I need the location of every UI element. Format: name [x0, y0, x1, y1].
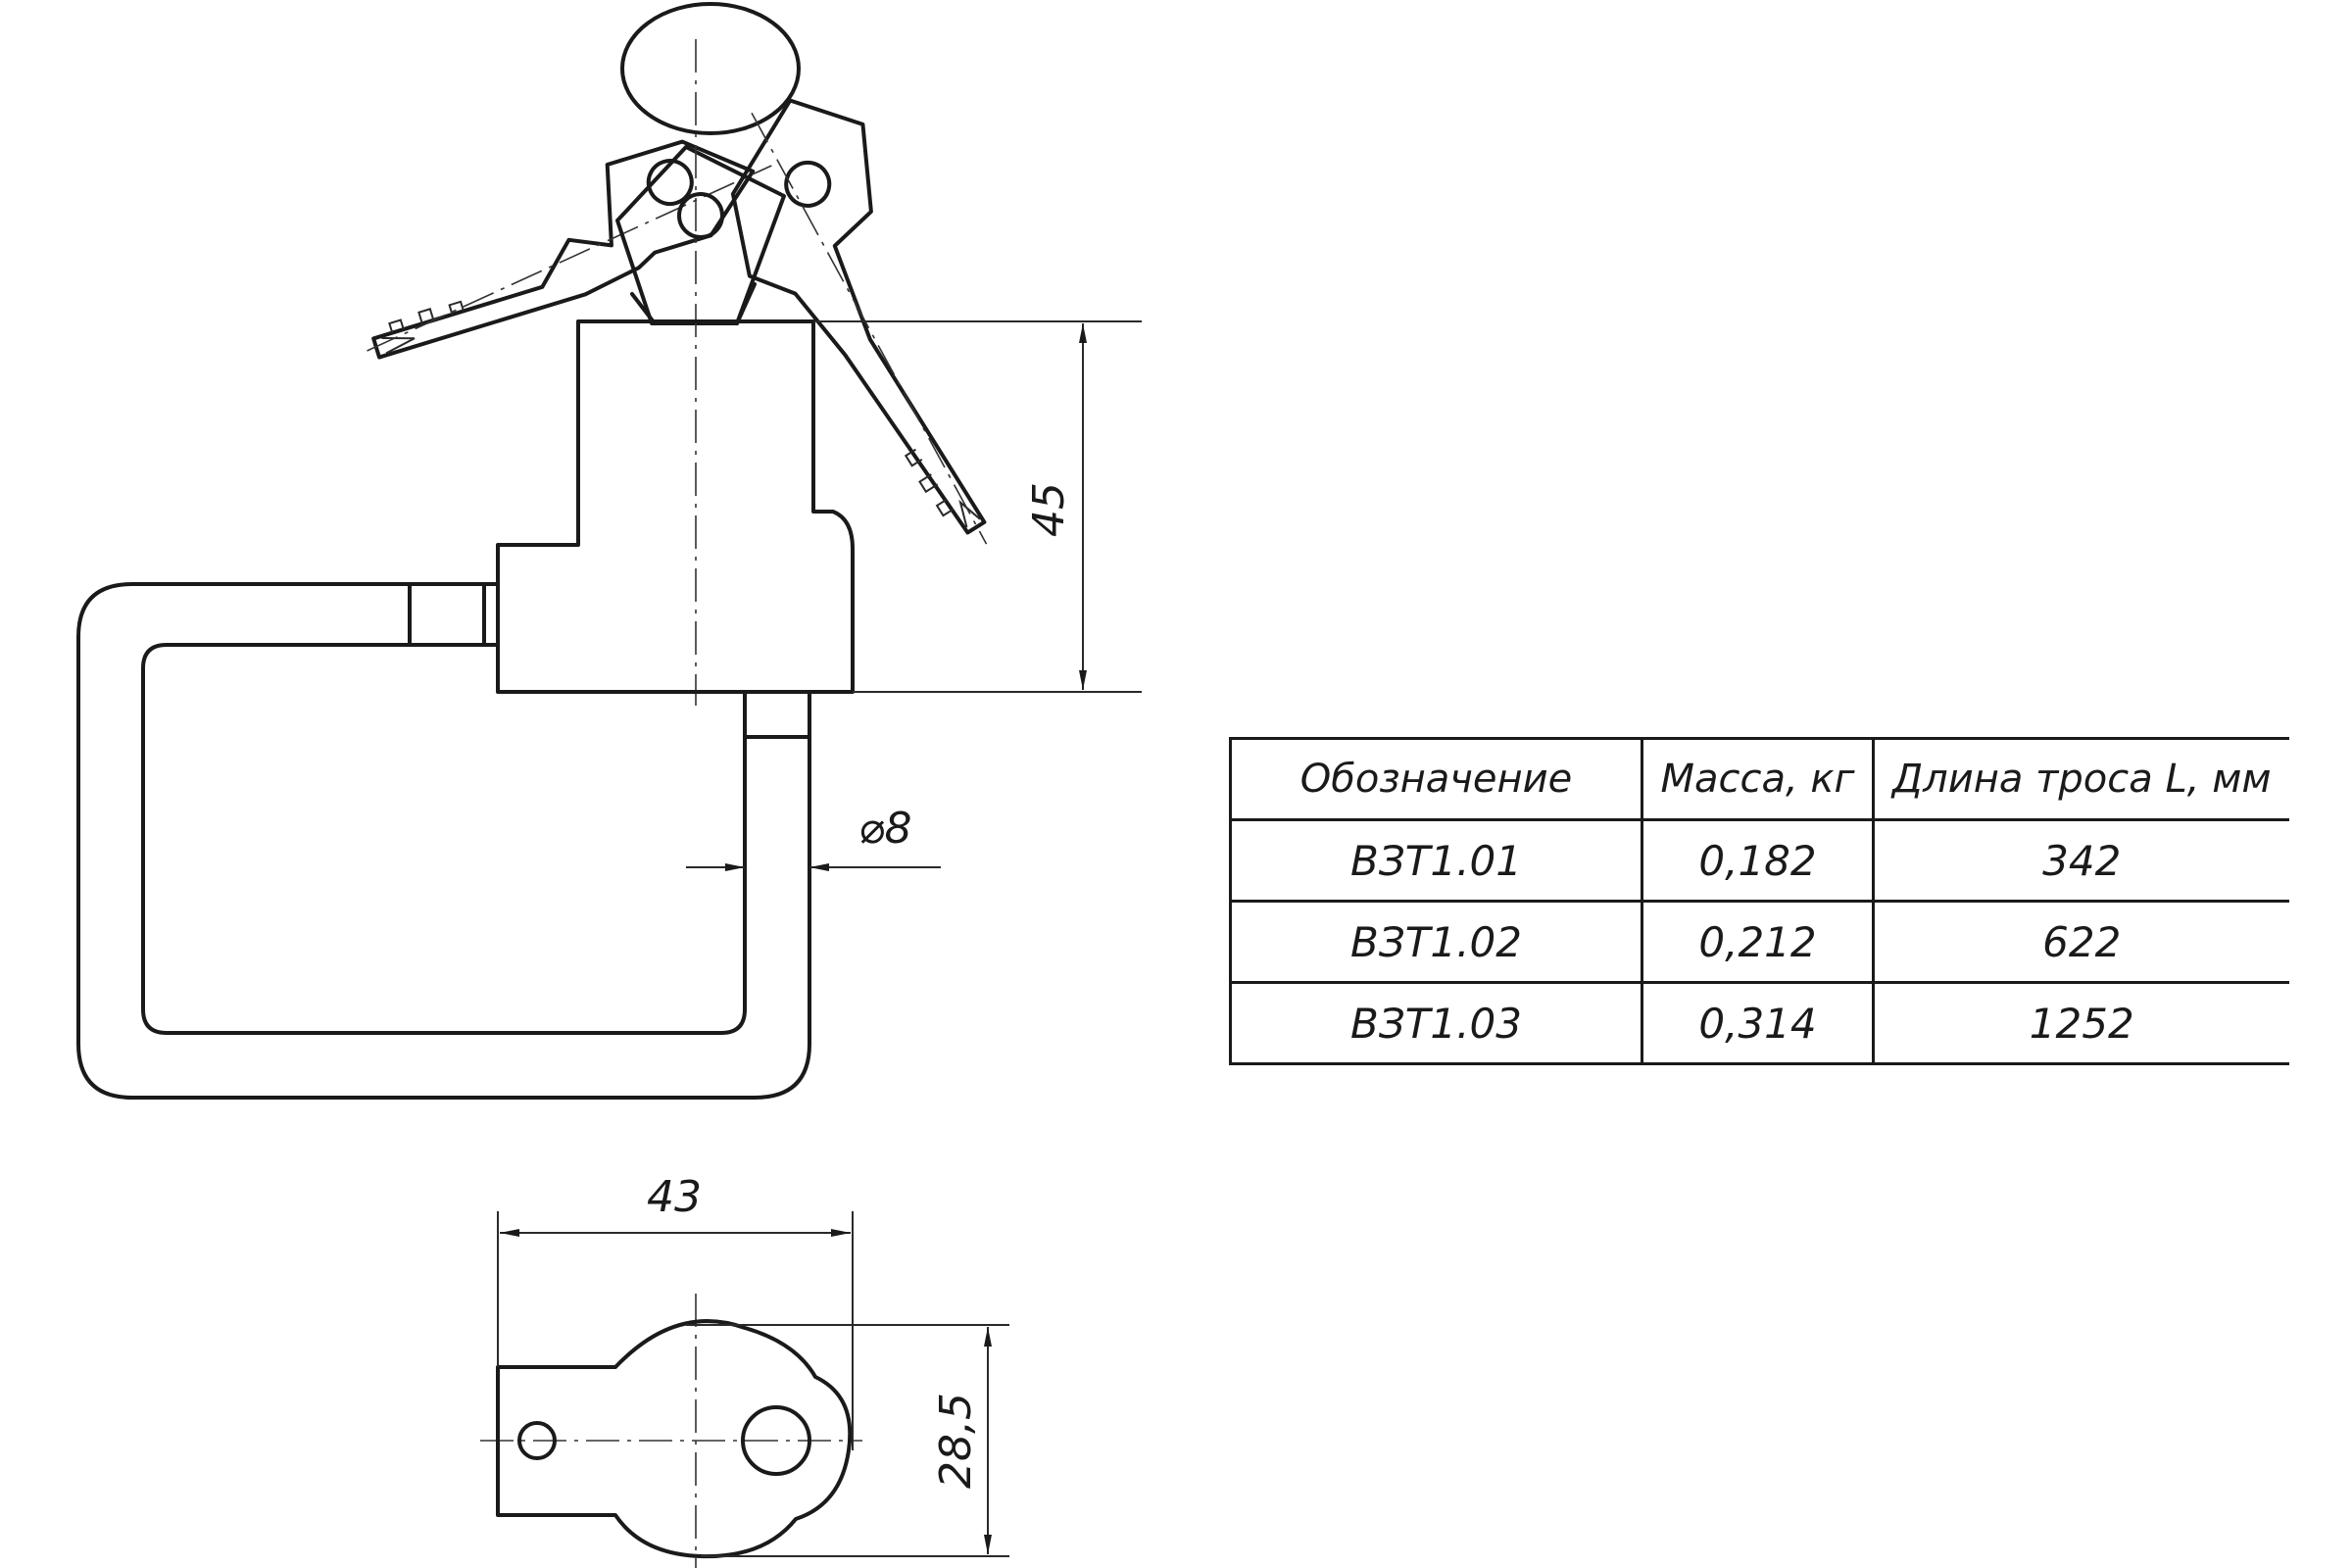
lock-main-view: 45 ⌀8: [76, 39, 1142, 1100]
cell-length: 342: [1872, 818, 2289, 903]
key-ring: [620, 2, 801, 135]
keys-with-ring: [367, 2, 988, 545]
dimension-cable-diameter: ⌀8: [686, 804, 941, 871]
specification-table: Обозначение Масса, кг Длина троса L, мм …: [1229, 737, 2289, 1065]
dim-label-45: 45: [1024, 482, 1074, 537]
header-designation: Обозначение: [1229, 737, 1643, 821]
cell-length: 1252: [1872, 981, 2289, 1065]
cable-loop-inner: [141, 643, 747, 1035]
specification-table-wrapper: Обозначение Масса, кг Длина троса L, мм …: [1229, 737, 2289, 1065]
cable-connector: [408, 582, 486, 647]
dim-label-diameter: ⌀8: [858, 804, 911, 854]
cell-designation: ВЗТ1.02: [1229, 900, 1643, 984]
table-row: ВЗТ1.03 0,314 1252: [1229, 981, 2289, 1065]
key-center: [615, 145, 786, 325]
header-mass: Масса, кг: [1641, 737, 1875, 821]
dimension-height-bottom: 28,5: [686, 1324, 1009, 1557]
cell-mass: 0,182: [1641, 818, 1875, 903]
large-hole: [741, 1405, 811, 1476]
key-right: [730, 98, 988, 545]
dim-label-43: 43: [647, 1172, 702, 1222]
dimension-height-body: 45: [813, 320, 1142, 693]
dim-label-28-5: 28,5: [931, 1393, 981, 1489]
cell-length: 622: [1872, 900, 2289, 984]
cell-designation: ВЗТ1.03: [1229, 981, 1643, 1065]
table-row: ВЗТ1.02 0,212 622: [1229, 900, 2289, 984]
cell-designation: ВЗТ1.01: [1229, 818, 1643, 903]
cable-stub: [743, 690, 811, 739]
small-hole: [517, 1421, 557, 1460]
table-header-row: Обозначение Масса, кг Длина троса L, мм: [1229, 737, 2289, 821]
lock-bottom-view: 43 28,5: [480, 1172, 1009, 1568]
dimension-width-bottom: 43: [497, 1172, 854, 1450]
lock-body: [496, 319, 855, 694]
header-cable-length: Длина троса L, мм: [1872, 737, 2289, 821]
cell-mass: 0,314: [1641, 981, 1875, 1065]
cell-mass: 0,212: [1641, 900, 1875, 984]
bottom-outline: [496, 1319, 853, 1559]
table-row: ВЗТ1.01 0,182 342: [1229, 818, 2289, 903]
cable-loop-outer: [76, 582, 811, 1100]
